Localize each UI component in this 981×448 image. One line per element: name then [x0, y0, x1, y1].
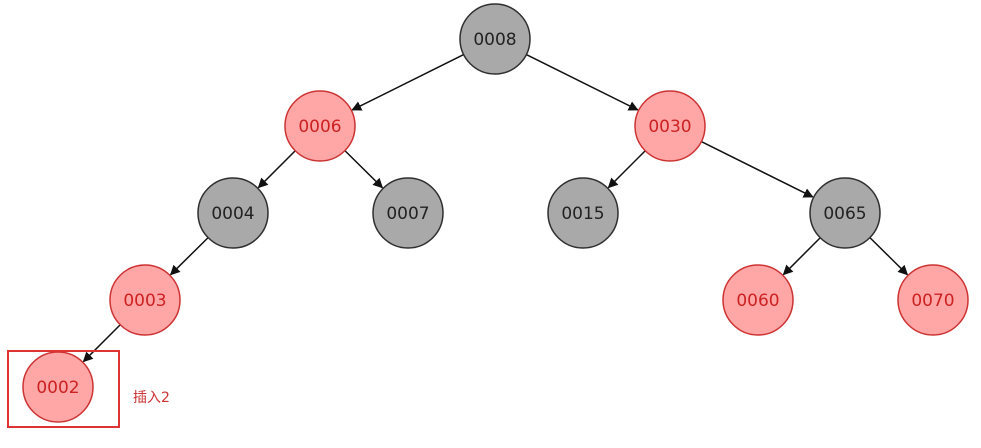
edge-n0065-n0070	[869, 237, 909, 276]
node-label-0004: 0004	[211, 204, 254, 224]
tree-node-0060: 0060	[722, 264, 794, 336]
edge-n0065-n0060	[782, 237, 821, 276]
node-label-0003: 0003	[123, 291, 166, 311]
edge-n0006-n0007	[344, 150, 384, 189]
tree-node-0065: 0065	[809, 177, 881, 249]
highlight-layer: 插入2	[7, 350, 170, 428]
node-label-0070: 0070	[911, 291, 954, 311]
edge-n0004-n0003	[169, 237, 209, 276]
tree-node-0002: 0002	[22, 351, 94, 423]
insert-annotation: 插入2	[133, 390, 170, 406]
node-circle-0008	[459, 3, 531, 75]
edge-n0003-n0002	[82, 324, 121, 363]
node-circle-0006	[284, 90, 356, 162]
edge-n0030-n0015	[607, 150, 646, 189]
node-circle-0070	[897, 264, 969, 336]
edge-n0030-n0065	[701, 140, 814, 198]
inserted-node-highlight-box	[7, 350, 120, 428]
tree-node-0006: 0006	[284, 90, 356, 162]
node-label-0008: 0008	[473, 30, 516, 50]
node-circle-0065	[809, 177, 881, 249]
node-circle-0004	[197, 177, 269, 249]
node-circle-0003	[109, 264, 181, 336]
node-label-0065: 0065	[823, 204, 866, 224]
node-label-0030: 0030	[648, 117, 691, 137]
node-circle-0015	[547, 177, 619, 249]
tree-node-0003: 0003	[109, 264, 181, 336]
node-circle-0060	[722, 264, 794, 336]
tree-node-0030: 0030	[634, 90, 706, 162]
node-label-0060: 0060	[736, 291, 779, 311]
edge-n0008-n0006	[351, 53, 464, 111]
tree-node-0004: 0004	[197, 177, 269, 249]
node-circle-0007	[372, 177, 444, 249]
node-label-0007: 0007	[386, 204, 429, 224]
node-circle-0030	[634, 90, 706, 162]
tree-node-0007: 0007	[372, 177, 444, 249]
edge-n0006-n0004	[257, 150, 296, 189]
edges-layer	[82, 53, 909, 363]
node-label-0002: 0002	[36, 378, 79, 398]
node-label-0006: 0006	[298, 117, 341, 137]
tree-node-0070: 0070	[897, 264, 969, 336]
nodes-layer: 0008 0006 0030 0004 0007 0015 0065 0003 0060 0070…	[22, 3, 969, 423]
tree-node-0015: 0015	[547, 177, 619, 249]
edge-n0008-n0030	[526, 53, 639, 111]
node-label-0015: 0015	[561, 204, 604, 224]
tree-node-0008: 0008	[459, 3, 531, 75]
